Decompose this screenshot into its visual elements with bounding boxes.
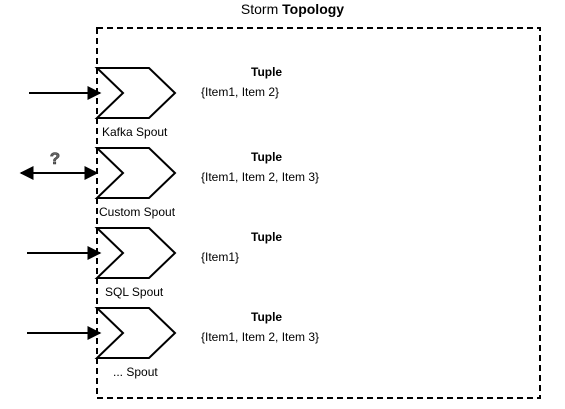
tuple-title-other: Tuple bbox=[251, 310, 283, 324]
spout-label-other: ... Spout bbox=[113, 365, 158, 379]
spout-shape-sql bbox=[94, 227, 177, 279]
tuple-title-sql: Tuple bbox=[251, 230, 283, 244]
title-prefix: Storm bbox=[240, 1, 279, 17]
spout-shape-other bbox=[94, 307, 177, 359]
tuple-title-custom: Tuple bbox=[251, 150, 283, 164]
spout-shape-kafka bbox=[94, 67, 177, 119]
tuple-items-sql: {Item1} bbox=[201, 250, 240, 264]
spout-label-sql: SQL Spout bbox=[105, 285, 164, 299]
tuple-items-other: {Item1, Item 2, Item 3} bbox=[201, 330, 320, 344]
tuple-items-custom: {Item1, Item 2, Item 3} bbox=[201, 170, 320, 184]
spout-label-custom: Custom Spout bbox=[99, 205, 176, 219]
title-emphasis: Topology bbox=[282, 1, 345, 17]
tuple-items-kafka: {Item1, Item 2} bbox=[201, 85, 280, 99]
tuple-title-kafka: Tuple bbox=[251, 65, 283, 79]
question-mark-icon: ? bbox=[50, 149, 60, 168]
topology-boundary bbox=[96, 27, 541, 399]
spout-shape-custom bbox=[94, 147, 177, 199]
spout-label-kafka: Kafka Spout bbox=[102, 125, 168, 139]
diagram-title: Storm Topology bbox=[0, 1, 565, 17]
